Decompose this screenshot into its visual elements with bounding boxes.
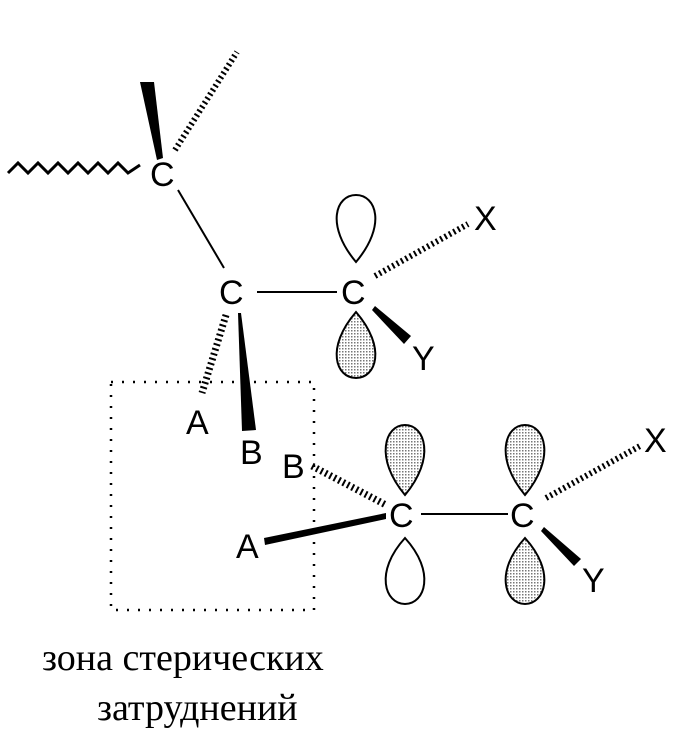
orbital-upper-top bbox=[335, 193, 377, 264]
bond-ctop-cmid bbox=[177, 189, 225, 269]
orbital-lower-left-top bbox=[384, 423, 426, 497]
atom-c-lower-right: C bbox=[510, 497, 535, 535]
caption-line-1: зона стерических bbox=[42, 637, 324, 679]
wedge-bond-to-y-upper bbox=[372, 306, 411, 344]
hashed-bond-to-a-upper bbox=[198, 313, 230, 395]
orbital-lower-left-bottom bbox=[384, 536, 426, 606]
atom-c-mid: C bbox=[219, 274, 244, 312]
atom-c-right-upper: C bbox=[341, 274, 366, 312]
caption-line-2: затруднений bbox=[97, 687, 298, 729]
orbital-upper-bottom bbox=[335, 310, 377, 380]
atom-b-upper: B bbox=[240, 434, 263, 472]
atom-y-upper: Y bbox=[412, 340, 435, 378]
wedge-bond-to-a-lower bbox=[264, 513, 386, 545]
wedge-bond-to-b-upper bbox=[238, 313, 256, 431]
atom-c-lower-left: C bbox=[389, 497, 414, 535]
hashed-bond-top-right bbox=[172, 50, 240, 152]
orbital-lower-right-bottom bbox=[504, 536, 546, 606]
atom-c-top: C bbox=[150, 156, 175, 194]
hashed-bond-to-b-lower bbox=[310, 462, 388, 509]
atom-b-lower: B bbox=[282, 448, 305, 486]
hashed-bond-to-x-upper bbox=[373, 221, 470, 279]
atom-a-lower: A bbox=[236, 528, 259, 566]
wavy-chain bbox=[6, 160, 141, 176]
wedge-bond-to-y-lower bbox=[541, 527, 581, 566]
atom-x-upper: X bbox=[474, 200, 497, 238]
hashed-bond-to-x-lower bbox=[544, 443, 642, 501]
atom-a-upper: A bbox=[186, 404, 209, 442]
atom-y-lower: Y bbox=[582, 562, 605, 600]
steric-zone-box bbox=[109, 380, 316, 612]
wedge-bond-top bbox=[140, 82, 163, 160]
atom-x-lower: X bbox=[644, 422, 667, 460]
orbital-lower-right-top bbox=[504, 423, 546, 497]
